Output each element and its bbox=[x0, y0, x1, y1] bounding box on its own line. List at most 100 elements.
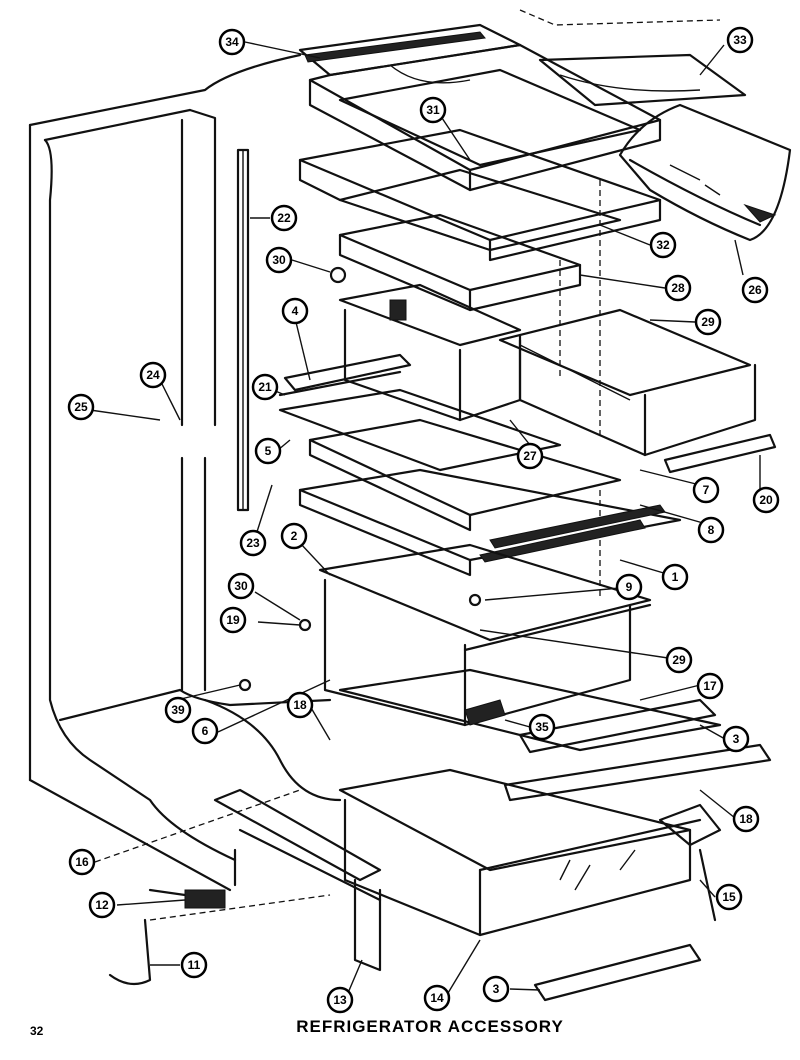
callout-5: 5 bbox=[254, 437, 282, 465]
svg-text:2: 2 bbox=[291, 529, 298, 543]
svg-text:18: 18 bbox=[293, 698, 307, 712]
svg-text:35: 35 bbox=[535, 720, 549, 734]
top-shelf-frame bbox=[298, 23, 662, 192]
hardware-parts bbox=[108, 593, 506, 986]
callout-21: 21 bbox=[251, 373, 279, 401]
svg-text:31: 31 bbox=[426, 103, 440, 117]
callout-6: 6 bbox=[191, 717, 219, 745]
svg-text:24: 24 bbox=[146, 368, 160, 382]
svg-text:19: 19 bbox=[226, 613, 240, 627]
svg-text:34: 34 bbox=[225, 35, 239, 49]
svg-text:30: 30 bbox=[272, 253, 286, 267]
callout-14: 14 bbox=[423, 984, 451, 1012]
callout-7: 7 bbox=[692, 476, 720, 504]
svg-text:3: 3 bbox=[493, 982, 500, 996]
cabinet-liner bbox=[28, 9, 721, 892]
callout-11: 11 bbox=[180, 951, 208, 979]
lower-pan bbox=[318, 543, 652, 727]
callout-15: 15 bbox=[715, 883, 743, 911]
diagram-caption: REFRIGERATOR ACCESSORY bbox=[296, 1017, 564, 1036]
callout-29-bottom: 29 bbox=[665, 646, 693, 674]
crisper-cover bbox=[338, 213, 582, 312]
svg-text:33: 33 bbox=[733, 33, 747, 47]
svg-text:12: 12 bbox=[95, 898, 109, 912]
svg-text:7: 7 bbox=[703, 483, 710, 497]
shelf-rail-left bbox=[278, 353, 412, 397]
shelf-cover bbox=[538, 53, 747, 107]
svg-text:27: 27 bbox=[523, 449, 537, 463]
svg-text:28: 28 bbox=[671, 281, 685, 295]
vertical-rail bbox=[236, 148, 250, 512]
callout-13: 13 bbox=[326, 986, 354, 1014]
leader-lines bbox=[89, 41, 761, 1001]
svg-text:29: 29 bbox=[672, 653, 686, 667]
callout-32: 32 bbox=[649, 231, 677, 259]
svg-text:3: 3 bbox=[733, 732, 740, 746]
callout-8: 8 bbox=[697, 516, 725, 544]
callout-19: 19 bbox=[219, 606, 247, 634]
callout-22: 22 bbox=[270, 204, 298, 232]
callout-24: 24 bbox=[139, 361, 167, 389]
glass-shelf bbox=[278, 388, 622, 532]
svg-text:1: 1 bbox=[672, 570, 679, 584]
svg-text:39: 39 bbox=[171, 703, 185, 717]
svg-text:20: 20 bbox=[759, 493, 773, 507]
left-slide-rail bbox=[213, 788, 382, 972]
svg-text:25: 25 bbox=[74, 400, 88, 414]
svg-text:14: 14 bbox=[430, 991, 444, 1005]
callout-3-upper: 3 bbox=[722, 725, 750, 753]
dairy-door bbox=[618, 103, 792, 242]
callout-23: 23 bbox=[239, 529, 267, 557]
page-number: 32 bbox=[30, 1024, 44, 1038]
svg-text:11: 11 bbox=[188, 958, 201, 972]
svg-text:15: 15 bbox=[722, 890, 736, 904]
callout-28: 28 bbox=[664, 274, 692, 302]
svg-text:18: 18 bbox=[739, 812, 753, 826]
callout-12: 12 bbox=[88, 891, 116, 919]
svg-text:32: 32 bbox=[656, 238, 670, 252]
svg-text:23: 23 bbox=[246, 536, 260, 550]
callout-30-bottom: 30 bbox=[227, 572, 255, 600]
callout-18-left: 18 bbox=[286, 691, 314, 719]
callout-29-top: 29 bbox=[694, 308, 722, 336]
callout-30-top: 30 bbox=[265, 246, 293, 274]
svg-text:21: 21 bbox=[258, 380, 272, 394]
bottom-rail bbox=[533, 943, 702, 1002]
middle-shelf-frame bbox=[298, 128, 662, 262]
svg-text:13: 13 bbox=[333, 993, 347, 1007]
callout-34: 34 bbox=[218, 28, 246, 56]
bottom-crisper bbox=[338, 768, 702, 937]
callout-33: 33 bbox=[726, 26, 754, 54]
callout-35: 35 bbox=[528, 713, 556, 741]
lower-shelf bbox=[338, 668, 772, 802]
svg-text:26: 26 bbox=[748, 283, 762, 297]
pan-cover-shelf bbox=[298, 468, 682, 577]
svg-text:22: 22 bbox=[277, 211, 291, 225]
shelf-rail-right bbox=[663, 433, 777, 474]
svg-text:29: 29 bbox=[701, 315, 715, 329]
svg-text:4: 4 bbox=[292, 304, 299, 318]
callout-4: 4 bbox=[281, 297, 309, 325]
callout-16: 16 bbox=[68, 848, 96, 876]
svg-text:5: 5 bbox=[265, 444, 272, 458]
callout-3-lower: 3 bbox=[482, 975, 510, 1003]
svg-text:16: 16 bbox=[75, 855, 89, 869]
right-slide-rail bbox=[658, 803, 722, 922]
callout-39: 39 bbox=[164, 696, 192, 724]
callout-20: 20 bbox=[752, 486, 780, 514]
svg-text:8: 8 bbox=[708, 523, 715, 537]
callout-9: 9 bbox=[615, 573, 643, 601]
callout-18-right: 18 bbox=[732, 805, 760, 833]
svg-text:30: 30 bbox=[234, 579, 248, 593]
svg-text:9: 9 bbox=[626, 580, 633, 594]
callout-17: 17 bbox=[696, 672, 724, 700]
callout-2: 2 bbox=[280, 522, 308, 550]
callout-25: 25 bbox=[67, 393, 95, 421]
crisper-drawer bbox=[498, 308, 757, 457]
svg-text:17: 17 bbox=[703, 679, 717, 693]
callout-31: 31 bbox=[419, 96, 447, 124]
callout-1: 1 bbox=[661, 563, 689, 591]
svg-text:6: 6 bbox=[202, 724, 209, 738]
callout-26: 26 bbox=[741, 276, 769, 304]
